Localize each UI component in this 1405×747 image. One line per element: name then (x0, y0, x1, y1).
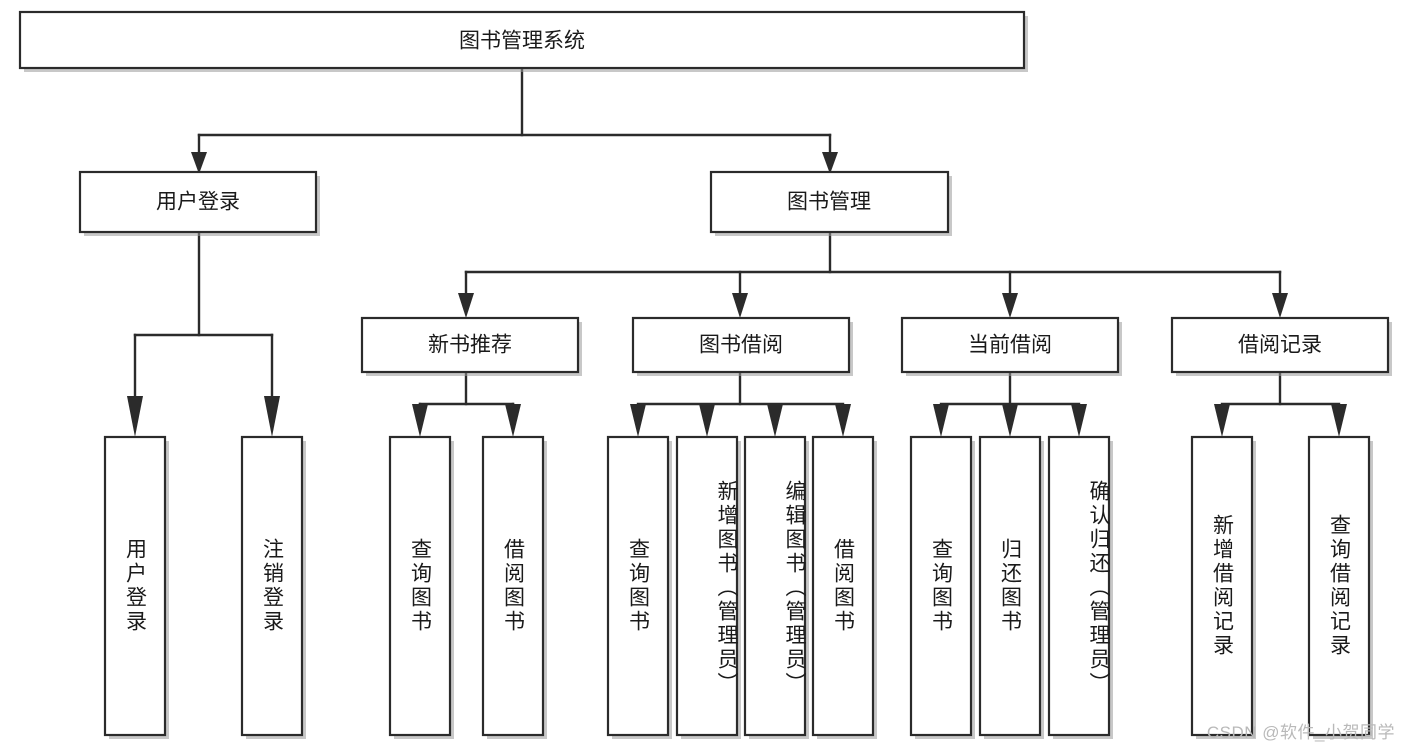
node-root-label: 图书管理系统 (459, 30, 585, 53)
arrow-head-borrow-record (1272, 293, 1288, 318)
leaf-layer (103, 435, 1373, 739)
node-leaf-add-book[interactable] (675, 435, 741, 739)
node-new-book-recommend-box (360, 316, 580, 374)
connector-layer (127, 66, 1347, 437)
node-leaf-return-book[interactable] (978, 435, 1044, 739)
node-user-login[interactable]: 用户登录 (78, 170, 320, 236)
arrow-head-leaf-query-book-2 (630, 404, 646, 437)
node-book-management-box (709, 170, 950, 234)
node-borrow-record[interactable]: 借阅记录 (1170, 316, 1392, 376)
node-root[interactable]: 图书管理系统 (18, 10, 1028, 72)
arrow-head-leaf-user-login (127, 396, 143, 437)
node-leaf-user-logout[interactable] (240, 435, 306, 739)
arrow-head-new-book-recommend (458, 293, 474, 318)
arrow-head-leaf-borrow-book-2 (835, 404, 851, 437)
node-borrow-record-box (1170, 316, 1390, 374)
node-borrow-record-label: 借阅记录 (1238, 334, 1322, 357)
node-root-box (18, 10, 1026, 70)
node-leaf-query-book-2[interactable] (606, 435, 672, 739)
arrow-head-current-borrow (1002, 293, 1018, 318)
node-current-borrow[interactable]: 当前借阅 (900, 316, 1122, 376)
node-new-book-recommend[interactable]: 新书推荐 (360, 316, 582, 376)
node-leaf-add-record[interactable] (1190, 435, 1256, 739)
arrow-head-leaf-query-book-3 (933, 404, 949, 437)
node-leaf-query-record[interactable] (1307, 435, 1373, 739)
node-book-borrow[interactable]: 图书借阅 (631, 316, 853, 376)
arrow-head-leaf-edit-book (767, 404, 783, 437)
arrow-head-user-login (191, 152, 207, 174)
node-leaf-edit-book[interactable] (743, 435, 809, 739)
arrow-head-leaf-add-record (1214, 404, 1230, 437)
arrow-head-leaf-query-book-1 (412, 404, 428, 437)
node-book-management[interactable]: 图书管理 (709, 170, 952, 236)
node-user-login-box (78, 170, 318, 234)
node-leaf-borrow-book-1[interactable] (481, 435, 547, 739)
arrow-head-leaf-add-book (699, 404, 715, 437)
node-book-management-label: 图书管理 (787, 191, 871, 214)
arrow-head-book-borrow (732, 293, 748, 318)
node-leaf-user-login[interactable] (103, 435, 169, 739)
arrow-head-leaf-borrow-book-1 (505, 404, 521, 437)
node-leaf-query-book-3[interactable] (909, 435, 975, 739)
node-book-borrow-box (631, 316, 851, 374)
arrow-head-leaf-return-book (1002, 404, 1018, 437)
node-current-borrow-box (900, 316, 1120, 374)
node-new-book-recommend-label: 新书推荐 (428, 334, 512, 357)
node-leaf-borrow-book-2[interactable] (811, 435, 877, 739)
arrow-head-leaf-user-logout (264, 396, 280, 437)
node-current-borrow-label: 当前借阅 (968, 334, 1052, 357)
csdn-watermark: CSDN @软件_小贺同学 (1206, 723, 1395, 742)
node-user-login-label: 用户登录 (156, 191, 240, 214)
arrow-head-leaf-query-record (1331, 404, 1347, 437)
node-leaf-confirm-return[interactable] (1047, 435, 1113, 739)
node-leaf-query-book-1[interactable] (388, 435, 454, 739)
arrow-head-leaf-confirm-return (1071, 404, 1087, 437)
arrow-head-book-management (822, 152, 838, 174)
node-book-borrow-label: 图书借阅 (699, 334, 783, 357)
